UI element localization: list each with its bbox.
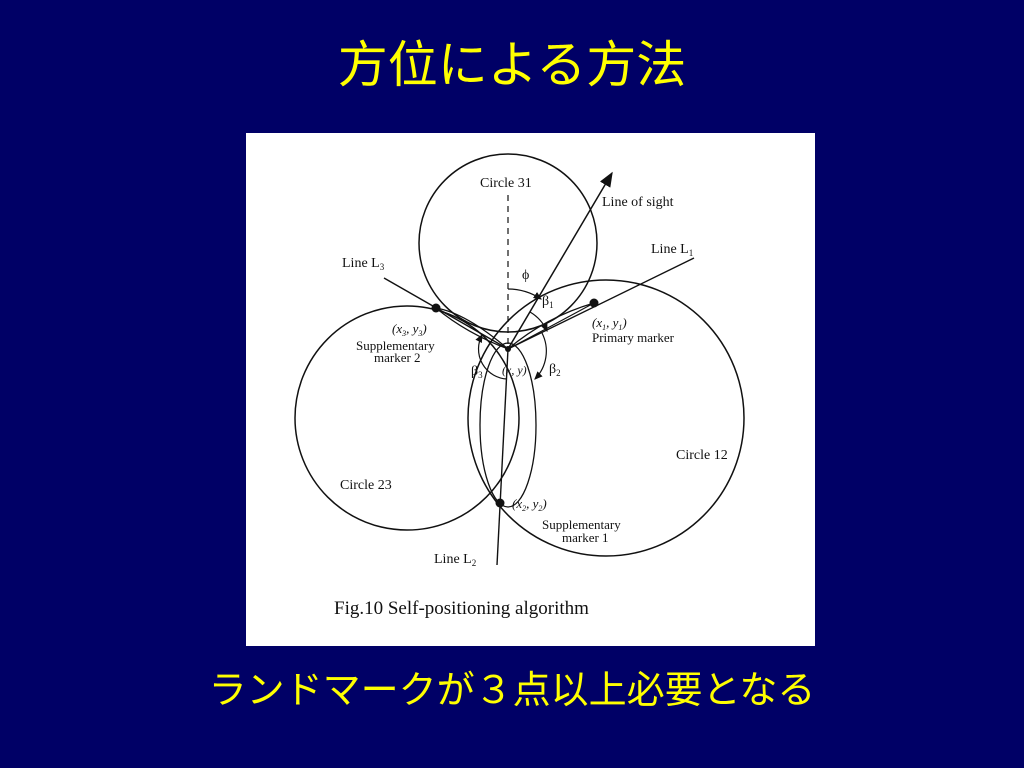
circle-12 xyxy=(467,279,745,557)
circle-12-label: Circle 12 xyxy=(676,448,728,463)
slide-title: 方位による方法 xyxy=(337,36,687,94)
beta3-label: β3 xyxy=(471,364,483,380)
supplementary-marker-1-label-line1: Supplementary xyxy=(542,517,621,532)
line-l1-label: Line L1 xyxy=(651,242,693,258)
line-l3 xyxy=(383,277,509,350)
primary-marker-coordinate: (x1, y1) xyxy=(592,315,627,332)
figure-panel: Circle 31 Circle 12 Circle 23 Line of si… xyxy=(246,133,815,646)
circle-23 xyxy=(294,305,520,531)
beta2-label: β2 xyxy=(549,362,561,378)
circle-23-label: Circle 23 xyxy=(340,478,392,493)
supplementary-marker-2-dot xyxy=(431,303,441,313)
phi-label: ϕ xyxy=(522,268,529,283)
origin-dot xyxy=(505,346,511,352)
beta1-label: β1 xyxy=(542,294,554,310)
origin-coordinate-label: (x, y) xyxy=(502,363,527,377)
supplementary-marker-1-coordinate: (x2, y2) xyxy=(512,496,547,513)
circle-31-label: Circle 31 xyxy=(480,176,532,191)
primary-marker-label: Primary marker xyxy=(592,330,675,345)
line-l3-label: Line L3 xyxy=(342,256,385,272)
phi-arc xyxy=(507,288,543,300)
figure-caption: Fig.10 Self-positioning algorithm xyxy=(334,598,589,619)
supplementary-marker-1-dot xyxy=(495,498,505,508)
self-positioning-diagram: Circle 31 Circle 12 Circle 23 Line of si… xyxy=(294,153,745,619)
line-l2-label: Line L2 xyxy=(434,552,476,568)
supplementary-marker-2-label-line1: Supplementary xyxy=(356,338,435,353)
slide-subtitle: ランドマークが３点以上必要となる xyxy=(208,668,816,712)
line-l2 xyxy=(496,348,509,566)
beta3-arc xyxy=(475,333,508,380)
line-of-sight xyxy=(507,171,613,350)
supplementary-marker-2-label-line2: marker 2 xyxy=(374,350,421,365)
primary-marker-dot xyxy=(589,298,599,308)
supplementary-marker-2-coordinate: (x3, y3) xyxy=(392,321,427,338)
line-l1 xyxy=(507,257,695,350)
line-of-sight-label: Line of sight xyxy=(602,195,674,210)
beta2-arc xyxy=(534,332,547,380)
beta1-arc xyxy=(529,311,548,333)
supplementary-marker-1-label-line2: marker 1 xyxy=(562,530,609,545)
